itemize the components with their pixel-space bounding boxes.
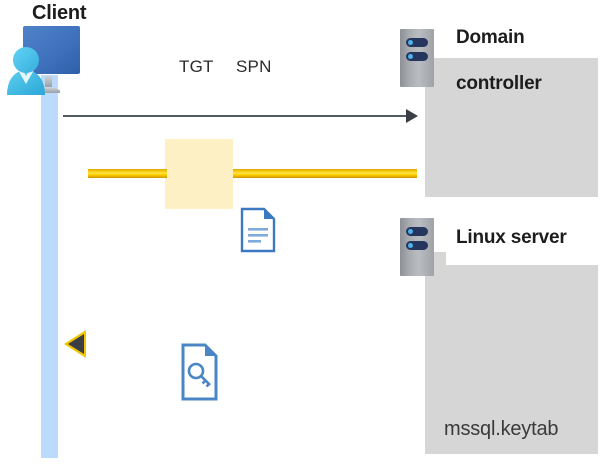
linux-server-server-icon <box>400 218 446 276</box>
request-arrow-line <box>63 115 409 117</box>
domain-controller-title-line1: Domain <box>456 27 525 48</box>
domain-controller-title: Domain controller <box>456 3 542 118</box>
response-arrow-line-right <box>233 169 417 178</box>
keytab-filename-label: mssql.keytab <box>444 418 559 440</box>
key-document-icon <box>181 343 600 401</box>
client-lifeline <box>41 75 58 458</box>
domain-controller-title-line2: controller <box>456 73 542 94</box>
tgt-label: TGT <box>179 57 214 76</box>
domain-controller-server-icon <box>400 29 446 87</box>
client-title: Client <box>32 2 87 24</box>
request-arrow-head-icon <box>406 109 418 123</box>
domain-controller-panel <box>425 58 598 197</box>
response-highlight-box <box>165 139 233 209</box>
response-arrow-line-left <box>88 169 167 178</box>
spn-document-icon <box>240 207 600 253</box>
linux-server-title: Linux server <box>456 227 567 248</box>
response-arrow-head-icon <box>64 330 86 358</box>
linux-server-panel <box>425 265 598 454</box>
spn-label: SPN <box>236 57 272 76</box>
client-workstation-icon <box>4 22 90 100</box>
